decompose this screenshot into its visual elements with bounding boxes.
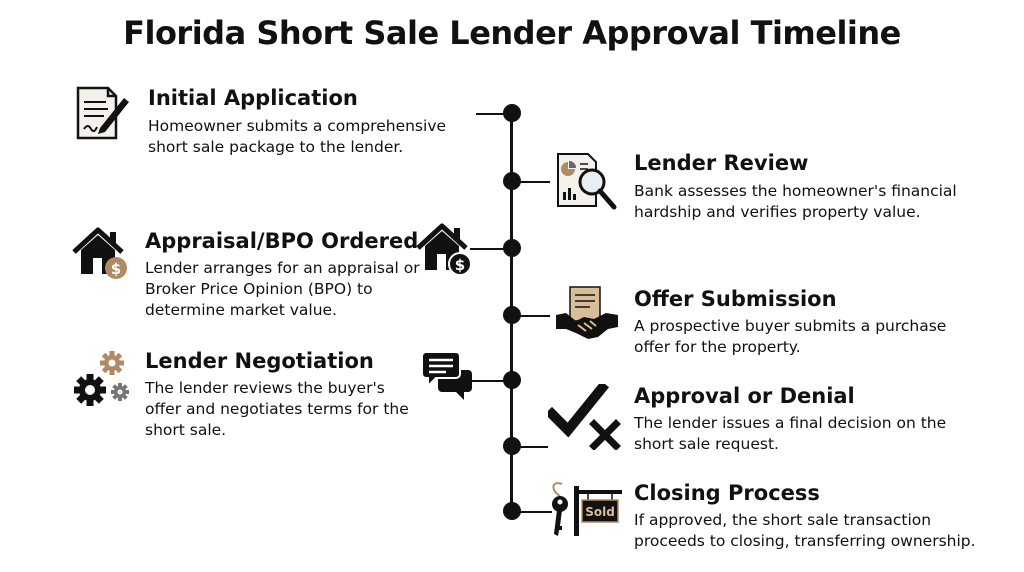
house-dollar-icon: $ [72, 226, 132, 282]
connector-1 [476, 113, 512, 115]
chat-bubbles-icon [420, 350, 474, 402]
timeline-dot-2 [503, 172, 521, 190]
step-description: Lender arranges for an appraisal or Brok… [145, 259, 420, 319]
connector-2 [512, 181, 550, 183]
timeline-dot-4 [503, 306, 521, 324]
svg-text:$: $ [455, 256, 465, 274]
step-title: Appraisal/BPO Ordered [145, 229, 419, 253]
connector-7 [512, 511, 552, 513]
timeline-dot-7 [503, 502, 521, 520]
report-magnifier-icon [554, 150, 618, 212]
gears-icon [72, 350, 134, 412]
step-title: Approval or Denial [634, 384, 855, 408]
handshake-document-icon [554, 285, 620, 341]
timeline-dot-6 [503, 437, 521, 455]
check-x-icon [548, 384, 622, 450]
step-title: Offer Submission [634, 287, 837, 311]
document-pen-icon [74, 84, 132, 142]
sold-sign-text: Sold [585, 505, 615, 519]
step-title: Closing Process [634, 481, 820, 505]
house-dollar-icon: $ [416, 222, 476, 278]
step-description: Bank assesses the homeowner's financial … [634, 182, 957, 221]
step-title: Initial Application [148, 86, 358, 110]
step-description: The lender issues a final decision on th… [634, 414, 947, 453]
timeline-dot-3 [503, 239, 521, 257]
key-sold-sign-icon: Sold [546, 482, 626, 540]
step-title: Lender Negotiation [145, 349, 374, 373]
connector-5 [472, 380, 512, 382]
connector-6 [512, 446, 548, 448]
step-description: If approved, the short sale transaction … [634, 511, 976, 550]
step-description: The lender reviews the buyer's offer and… [145, 379, 409, 439]
svg-text:$: $ [111, 260, 121, 278]
connector-3 [470, 248, 512, 250]
connector-4 [512, 315, 550, 317]
step-title: Lender Review [634, 151, 809, 175]
timeline-dot-1 [503, 104, 521, 122]
timeline-dot-5 [503, 371, 521, 389]
page-title: Florida Short Sale Lender Approval Timel… [123, 14, 901, 52]
step-description: Homeowner submits a comprehensive short … [148, 117, 447, 156]
step-description: A prospective buyer submits a purchase o… [634, 317, 947, 356]
